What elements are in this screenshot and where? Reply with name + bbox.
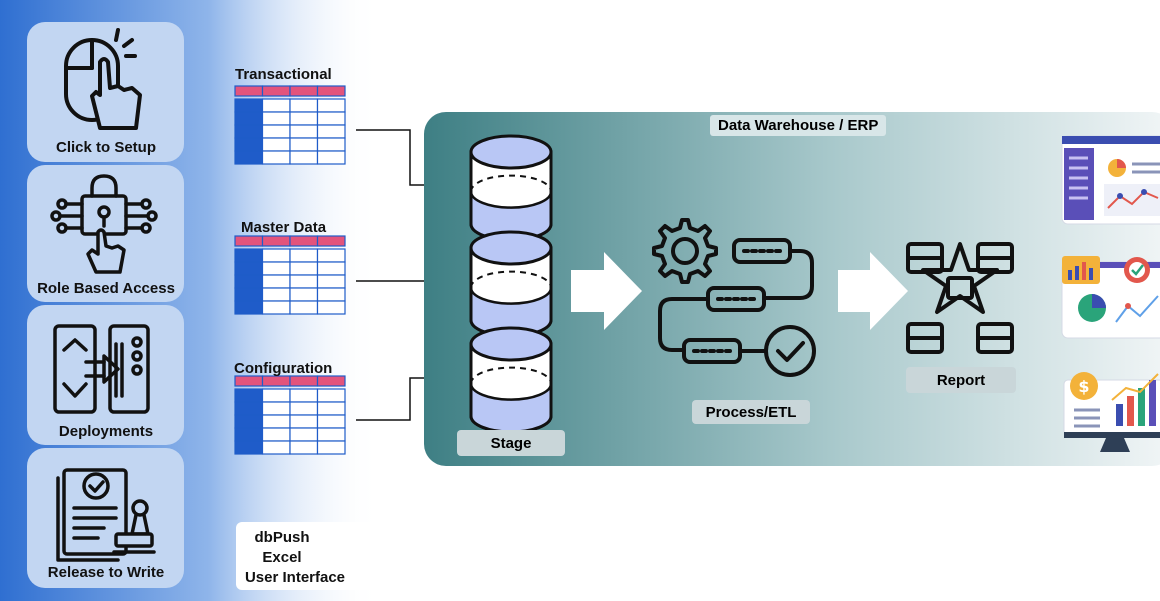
- stage-cylinders: [469, 134, 553, 434]
- process-label: Process/ETL: [692, 400, 810, 424]
- mouse-click-icon: [64, 28, 142, 130]
- deployment-icon: [53, 324, 150, 414]
- flow-arrow-1: [571, 252, 642, 330]
- approval-stamp-icon: [56, 468, 156, 562]
- table-icon-master-data: [234, 235, 346, 315]
- dbpush-line2: Excel: [262, 549, 302, 566]
- card-label-release-to-write: Release to Write: [47, 564, 165, 581]
- card-label-deployments: Deployments: [58, 423, 154, 440]
- card-label-click-to-setup: Click to Setup: [55, 139, 156, 156]
- etl-process-icon: [652, 218, 816, 377]
- warehouse-title: Data Warehouse / ERP: [710, 115, 887, 136]
- stage-cylinder-1: [469, 134, 553, 242]
- report-network-icon: [906, 242, 1014, 354]
- flow-arrow-2: [838, 252, 908, 330]
- stage-cylinder-3: [469, 326, 553, 434]
- table-title-master-data: Master Data: [241, 219, 327, 236]
- stage-label: Stage: [457, 430, 565, 456]
- table-title-configuration: Configuration: [234, 360, 333, 377]
- table-title-transactional: Transactional: [235, 66, 332, 83]
- source-tables: [234, 85, 346, 455]
- report-label: Report: [906, 367, 1016, 393]
- svg-text:$: $: [1078, 377, 1089, 396]
- dashboard-illustration: $: [1061, 135, 1160, 452]
- table-icon-transactional: [234, 85, 346, 165]
- stage-cylinder-2: [469, 230, 553, 338]
- dbpush-card[interactable]: [236, 522, 374, 590]
- dbpush-line1: dbPush: [254, 529, 310, 546]
- dbpush-line3: User Interface: [244, 569, 346, 586]
- lock-hand-icon: [50, 174, 158, 274]
- table-icon-configuration: [234, 375, 346, 455]
- card-label-role-based-access: Role Based Access: [37, 280, 175, 297]
